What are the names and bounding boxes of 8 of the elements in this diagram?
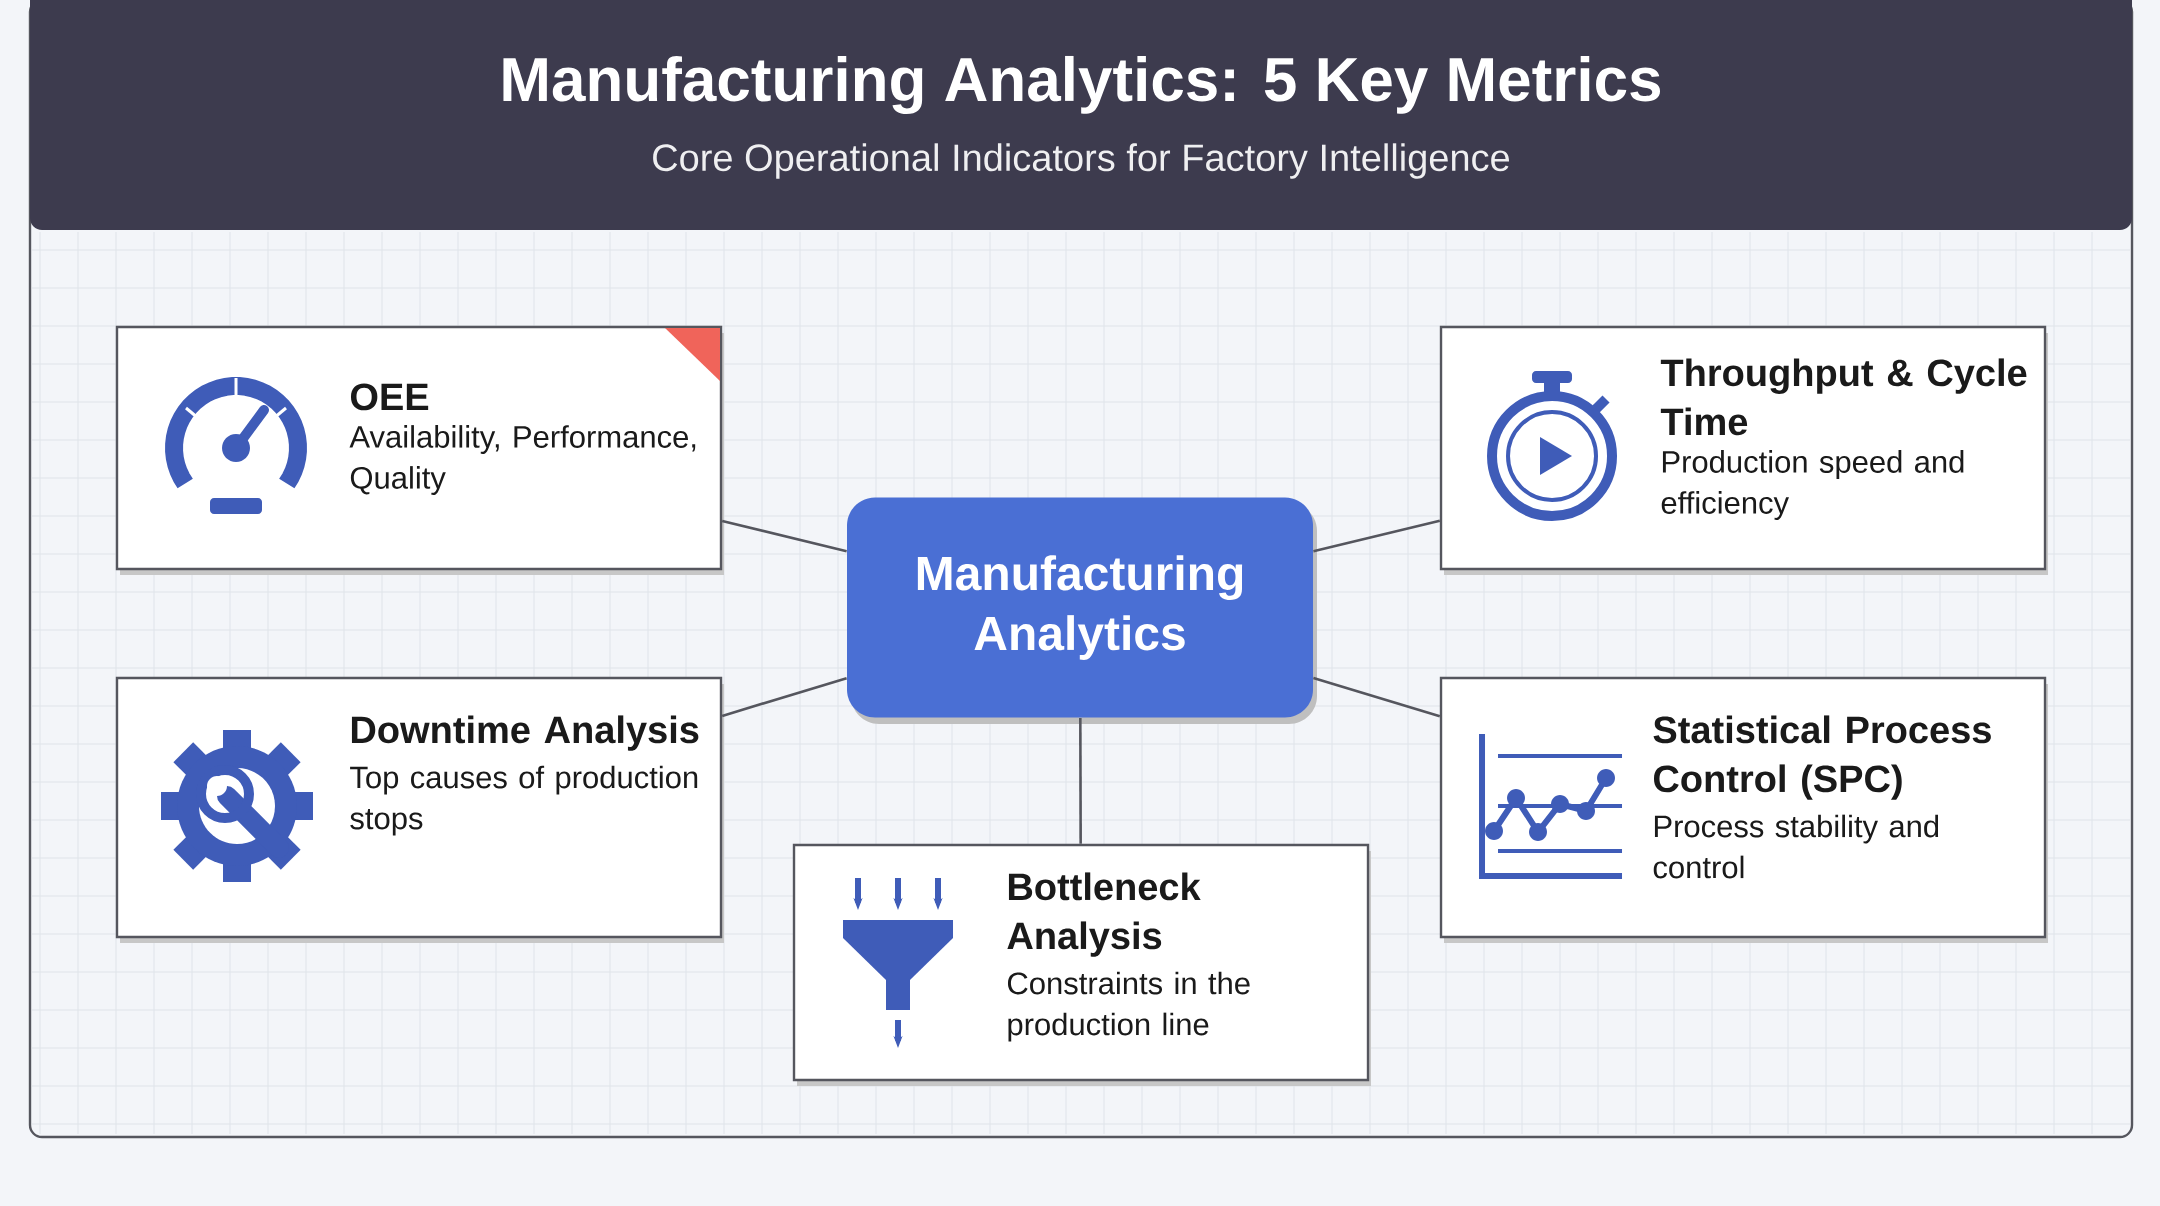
- title: Manufacturing Analytics: 5 Key Metrics: [503, 55, 1660, 115]
- connector-line: [1313, 676, 1441, 718]
- connector-line: [1313, 519, 1441, 553]
- connector-line: [721, 676, 847, 718]
- connector-line: [1079, 717, 1082, 844]
- hub-box: Manufacturing Analytics: [847, 497, 1317, 724]
- connector-line: [721, 519, 847, 553]
- subtitle: Core Operational Indicators for Factory Intelligence: [653, 143, 1509, 179]
